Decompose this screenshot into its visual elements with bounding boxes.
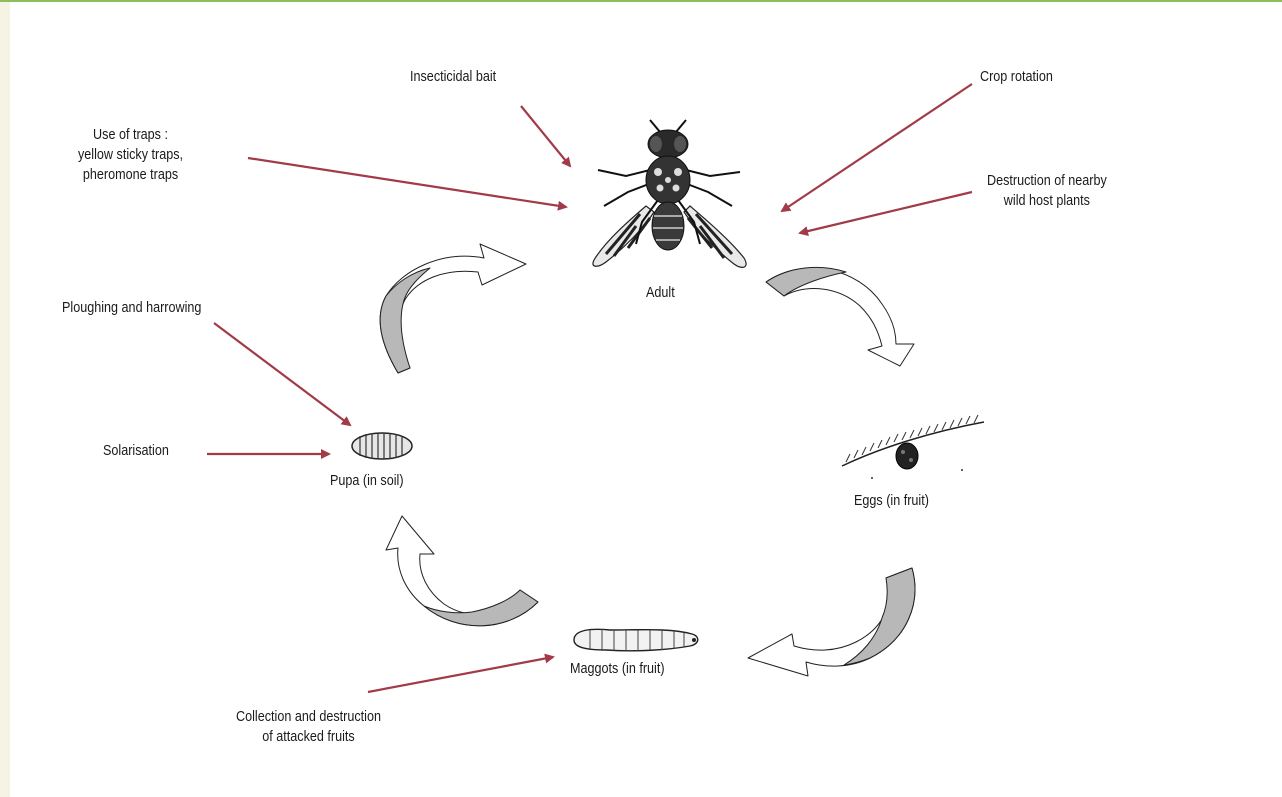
arrow-collection [368, 657, 553, 692]
wild-host-line-1: Destruction of nearby [987, 171, 1107, 191]
control-label-crop-rotation: Crop rotation [980, 67, 1053, 87]
control-label-solarisation: Solarisation [103, 441, 169, 461]
cycle-arrow-pupa-to-adult [380, 244, 526, 373]
control-label-insecticidal-bait: Insecticidal bait [410, 67, 496, 87]
eggs-in-fruit-illustration [842, 415, 984, 479]
control-arrows [207, 84, 972, 692]
collection-line-1: Collection and destruction [236, 707, 381, 727]
arrow-insecticidal-bait [521, 106, 570, 166]
maggot-illustration [574, 629, 698, 651]
collection-line-2: of attacked fruits [236, 727, 381, 747]
control-label-collection: Collection and destruction of attacked f… [236, 707, 381, 747]
stage-label-eggs: Eggs (in fruit) [854, 491, 929, 511]
traps-line-1: Use of traps : [78, 125, 183, 145]
stage-label-pupa: Pupa (in soil) [330, 471, 404, 491]
arrow-crop-rotation [782, 84, 972, 211]
cycle-arrow-adult-to-eggs [766, 267, 914, 366]
stage-label-adult: Adult [646, 283, 675, 303]
arrow-traps [248, 158, 566, 207]
cycle-arrow-maggots-to-pupa [386, 516, 538, 626]
arrow-wild-host-plants [800, 192, 972, 233]
control-label-ploughing: Ploughing and harrowing [62, 298, 201, 318]
adult-fly-illustration [593, 120, 746, 267]
traps-line-2: yellow sticky traps, [78, 145, 183, 165]
arrow-ploughing [214, 323, 350, 425]
control-label-wild-host-plants: Destruction of nearby wild host plants [987, 171, 1107, 211]
wild-host-line-2: wild host plants [987, 191, 1107, 211]
traps-line-3: pheromone traps [78, 165, 183, 185]
cycle-arrows [380, 244, 915, 676]
pupa-illustration [352, 433, 412, 459]
control-label-traps: Use of traps : yellow sticky traps, pher… [78, 125, 183, 185]
cycle-arrow-eggs-to-maggots [748, 568, 915, 676]
stage-label-maggots: Maggots (in fruit) [570, 659, 665, 679]
